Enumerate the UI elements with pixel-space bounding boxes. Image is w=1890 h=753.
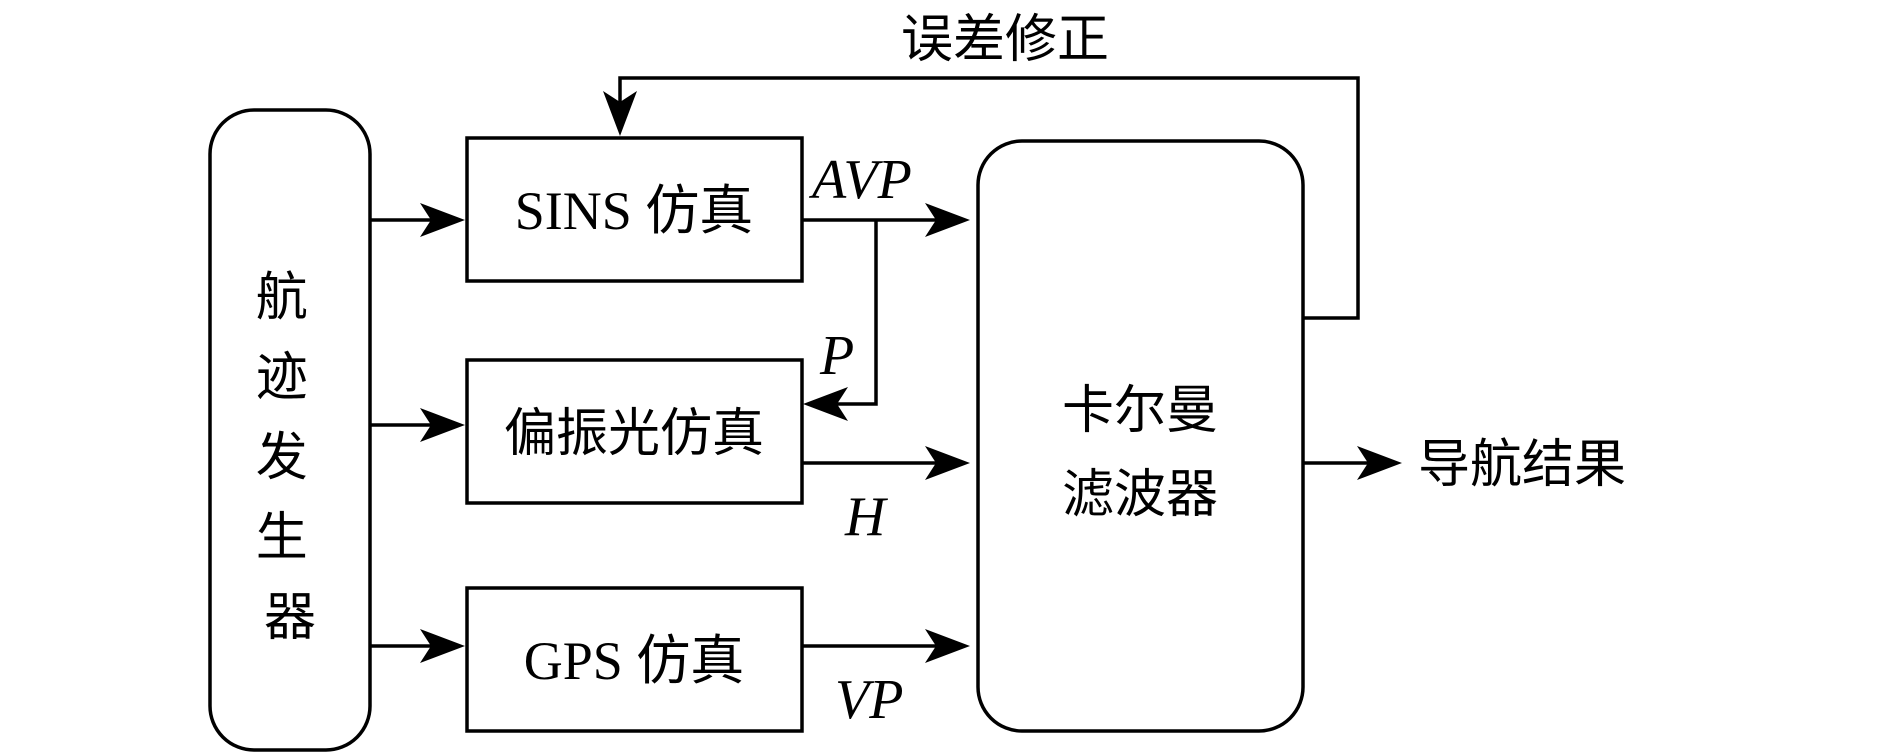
arrow-generator-to-polarized <box>370 408 465 442</box>
arrow-sins-to-kalman <box>802 203 970 237</box>
signal-avp-label: AVP <box>808 149 912 211</box>
sins-sim-label: SINS 仿真 <box>515 181 754 241</box>
kalman-filter-label-line2: 滤波器 <box>1062 465 1218 525</box>
polarized-light-sim-label: 偏振光仿真 <box>504 404 764 464</box>
arrow-p-branch <box>803 220 878 421</box>
signal-p-label: P <box>819 325 854 387</box>
trajectory-generator-block <box>208 108 372 752</box>
navigation-result-label: 导航结果 <box>1418 435 1626 495</box>
signal-vp-label: VP <box>835 669 903 731</box>
trajectory-generator-label: 航 迹 发 生 器 <box>256 268 325 648</box>
arrow-kalman-to-output <box>1303 446 1402 480</box>
sins-sim-block <box>465 136 804 283</box>
arrow-gps-to-kalman <box>802 629 970 663</box>
arrow-generator-to-sins <box>370 203 465 237</box>
feedback-label: 误差修正 <box>901 10 1109 70</box>
kalman-filter-label-line1: 卡尔曼 <box>1062 381 1218 441</box>
arrow-polarized-to-kalman <box>802 446 970 480</box>
arrow-feedback-error-correction <box>603 76 1360 320</box>
kalman-filter-block <box>976 139 1305 733</box>
gps-sim-label: GPS 仿真 <box>524 631 745 691</box>
polarized-light-sim-block <box>465 358 804 505</box>
arrow-generator-to-gps <box>370 629 465 663</box>
signal-h-label: H <box>844 486 888 548</box>
gps-sim-block <box>465 586 804 733</box>
